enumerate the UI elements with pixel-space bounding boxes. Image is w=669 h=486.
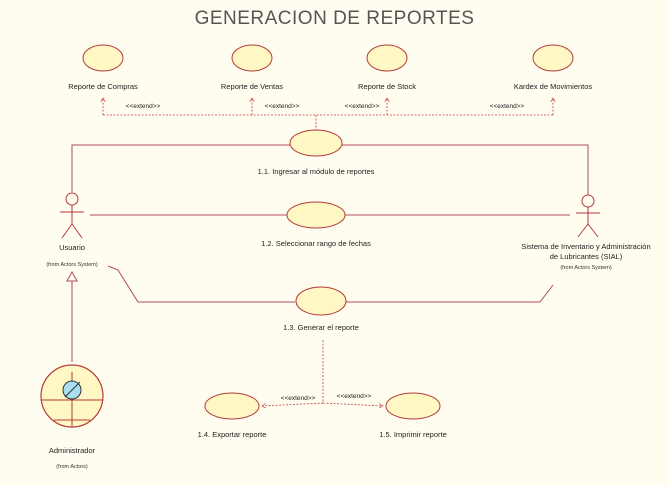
usecase-imprimir[interactable]	[385, 392, 441, 420]
usecase-stock[interactable]	[366, 44, 408, 72]
usecase-rango[interactable]	[286, 201, 346, 229]
usecase-kardex[interactable]	[532, 44, 574, 72]
actor-sistema-source: (from Actors System)	[560, 265, 612, 271]
extend-imprimir-connector	[322, 402, 383, 406]
diagram-title: GENERACION DE REPORTES	[194, 8, 475, 29]
extend-label-ventas: <<extend>>	[264, 103, 300, 110]
usecase-compras[interactable]	[82, 44, 124, 72]
extend-label-compras: <<extend>>	[125, 103, 161, 110]
actor-sistema-figure[interactable]	[576, 194, 600, 238]
actor-sistema-name-line1: Sistema de Inventario y Administración	[521, 242, 651, 251]
usecase-generar-label: 1.3. Generar el reporte	[283, 323, 359, 332]
usecase-kardex-label: Kardex de Movimientos	[513, 82, 593, 91]
usecase-stock-label: Reporte de Stock	[358, 82, 416, 91]
extend-exportar-connector	[262, 402, 324, 406]
actor-sistema-name-line2: de Lubricantes (SIAL)	[549, 252, 623, 261]
extend-label-stock: <<extend>>	[344, 103, 380, 110]
usecase-ingresar[interactable]	[289, 129, 343, 157]
actor-admin-name: Administrador	[48, 446, 96, 455]
usecase-exportar-label: 1.4. Exportar reporte	[197, 430, 267, 439]
actor-usuario-source: (from Actors System)	[46, 262, 98, 268]
usecase-exportar[interactable]	[204, 392, 260, 420]
extend-label-kardex: <<extend>>	[489, 103, 525, 110]
actor-admin-figure[interactable]	[40, 364, 104, 428]
actor-usuario-name: Usuario	[59, 243, 85, 252]
assoc-usuario-ingresar	[71, 144, 290, 192]
usecase-generar[interactable]	[295, 286, 347, 316]
assoc-generar-sistema	[346, 284, 554, 303]
extend-bottom-group	[262, 340, 383, 406]
usecase-rango-label: 1.2. Seleccionar rango de fechas	[261, 239, 371, 248]
usecase-ventas-label: Reporte de Ventas	[220, 82, 284, 91]
usecase-ingresar-label: 1.1. Ingresar al módulo de reportes	[257, 167, 375, 176]
extend-top-group	[103, 98, 553, 130]
actor-usuario-figure[interactable]	[60, 192, 84, 239]
usecase-ventas[interactable]	[231, 44, 273, 72]
association-lines	[71, 144, 589, 362]
assoc-usuario-generar	[107, 265, 295, 303]
extend-label-exportar: <<extend>>	[280, 395, 316, 402]
actor-admin-source: (from Actors)	[56, 464, 88, 470]
assoc-ingresar-sistema	[342, 144, 589, 196]
usecase-compras-label: Reporte de Compras	[68, 82, 138, 91]
extend-label-imprimir: <<extend>>	[336, 393, 372, 400]
generalization-arrowhead	[66, 270, 78, 282]
usecase-imprimir-label: 1.5. Imprimir reporte	[379, 430, 447, 439]
